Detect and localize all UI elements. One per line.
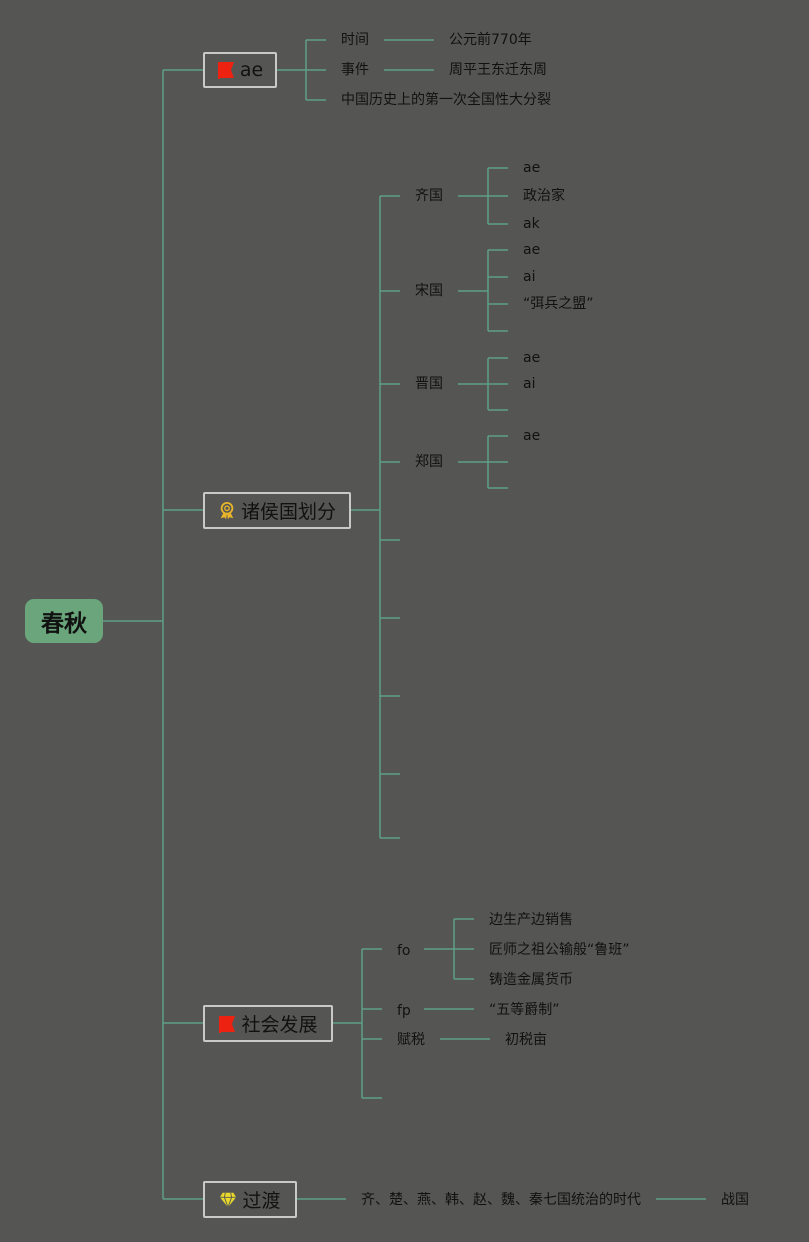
branch-node-society[interactable]: 社会发展 xyxy=(203,1005,333,1042)
red-flag-icon xyxy=(219,1015,236,1033)
branch-label: 诸侯国划分 xyxy=(240,501,336,523)
node-time[interactable]: 时间 xyxy=(341,32,369,48)
leaf[interactable]: “五等爵制” xyxy=(489,1002,560,1018)
node-seven-states[interactable]: 齐、楚、燕、韩、赵、魏、秦七国统治的时代 xyxy=(361,1192,641,1208)
node-jin[interactable]: 晋国 xyxy=(415,376,443,392)
node-fo[interactable]: fo xyxy=(397,943,411,959)
red-flag-icon xyxy=(217,62,234,79)
leaf[interactable]: ae xyxy=(523,350,541,366)
leaf[interactable]: ak xyxy=(523,216,540,232)
node-event[interactable]: 事件 xyxy=(341,62,369,78)
leaf[interactable]: 铸造金属货币 xyxy=(489,972,573,988)
node-song[interactable]: 宋国 xyxy=(415,283,443,299)
root-node[interactable]: 春秋 xyxy=(25,599,103,643)
node-split[interactable]: 中国历史上的第一次全国性大分裂 xyxy=(341,92,551,108)
medal-icon xyxy=(220,501,234,519)
leaf[interactable]: 边生产边销售 xyxy=(489,912,573,928)
leaf[interactable]: ai xyxy=(523,376,536,392)
node-tax[interactable]: 赋税 xyxy=(397,1032,425,1048)
branch-label: 社会发展 xyxy=(241,1014,318,1036)
leaf[interactable]: 匠师之祖公输般“鲁班” xyxy=(489,942,630,958)
leaf[interactable]: 初税亩 xyxy=(505,1032,547,1048)
leaf[interactable]: 政治家 xyxy=(523,188,565,204)
node-time-value[interactable]: 公元前770年 xyxy=(449,32,532,48)
branch-node-ae[interactable]: ae xyxy=(203,52,277,88)
node-qi[interactable]: 齐国 xyxy=(415,188,443,204)
node-zheng[interactable]: 郑国 xyxy=(415,454,443,470)
branch-node-transition[interactable]: 过渡 xyxy=(203,1181,297,1218)
node-warring-states[interactable]: 战国 xyxy=(721,1192,749,1208)
leaf[interactable]: ai xyxy=(523,269,536,285)
node-fp[interactable]: fp xyxy=(397,1003,411,1019)
branch-label: 过渡 xyxy=(242,1190,281,1212)
branch-node-states[interactable]: 诸侯国划分 xyxy=(203,492,351,529)
leaf[interactable]: ae xyxy=(523,242,541,258)
node-event-value[interactable]: 周平王东迁东周 xyxy=(449,62,547,78)
leaf[interactable]: ae xyxy=(523,160,541,176)
diamond-icon xyxy=(220,1192,237,1209)
leaf[interactable]: ae xyxy=(523,428,541,444)
branch-label: ae xyxy=(239,59,264,81)
leaf[interactable]: “弭兵之盟” xyxy=(523,296,594,312)
